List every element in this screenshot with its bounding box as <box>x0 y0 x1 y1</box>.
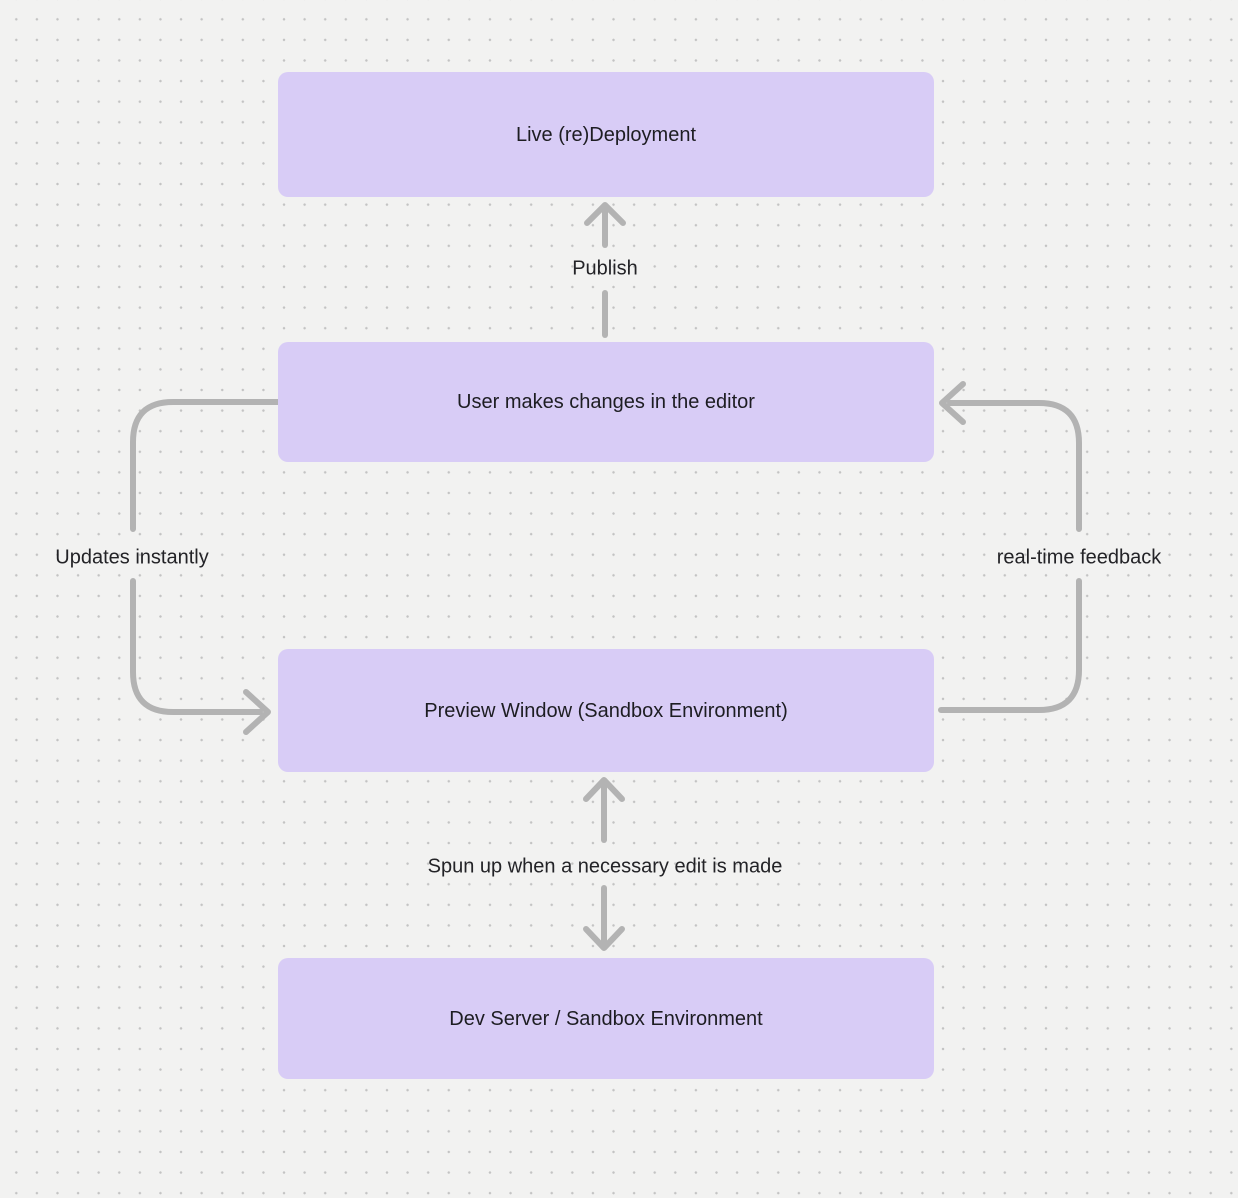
edge-label-publish: Publish <box>572 257 638 280</box>
edge-label-spun-up: Spun up when a necessary edit is made <box>427 855 783 878</box>
edge-label-realtime-feedback: real-time feedback <box>996 546 1162 569</box>
arrowhead-down-icon <box>583 926 625 951</box>
node-label: Dev Server / Sandbox Environment <box>449 1007 763 1030</box>
arrowhead-right-icon <box>243 689 271 735</box>
node-label: Preview Window (Sandbox Environment) <box>424 699 788 722</box>
node-preview-window[interactable]: Preview Window (Sandbox Environment) <box>278 649 934 772</box>
node-user-changes[interactable]: User makes changes in the editor <box>278 342 934 462</box>
node-dev-server[interactable]: Dev Server / Sandbox Environment <box>278 958 934 1079</box>
arrowhead-up-icon <box>583 777 625 802</box>
node-label: User makes changes in the editor <box>457 391 755 413</box>
edge-label-updates-instantly: Updates instantly <box>55 546 209 569</box>
arrowhead-left-icon <box>939 381 966 425</box>
node-label: Live (re)Deployment <box>515 123 697 146</box>
arrowhead-up-icon <box>584 202 626 226</box>
node-live-redeployment[interactable]: Live (re)Deployment <box>278 72 934 197</box>
